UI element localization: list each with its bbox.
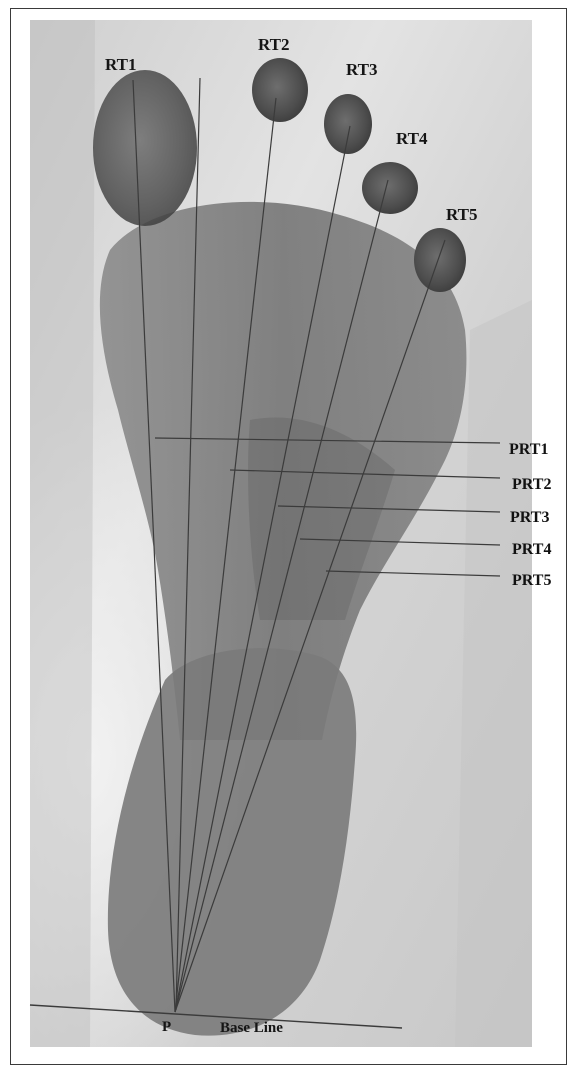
label-prt3: PRT3 bbox=[510, 510, 549, 526]
toe-print-3 bbox=[324, 94, 372, 154]
toe-print-5 bbox=[414, 228, 466, 292]
toe-print-1 bbox=[93, 70, 197, 226]
label-prt5: PRT5 bbox=[512, 573, 551, 589]
label-rt2: RT2 bbox=[258, 36, 290, 53]
label-rt4: RT4 bbox=[396, 130, 428, 147]
label-rt5: RT5 bbox=[446, 206, 478, 223]
label-rt3: RT3 bbox=[346, 61, 378, 78]
label-origin-p: P bbox=[162, 1020, 171, 1035]
label-prt2: PRT2 bbox=[512, 477, 551, 493]
toe-print-4 bbox=[362, 162, 418, 214]
label-rt1: RT1 bbox=[105, 56, 137, 73]
paper-shadow bbox=[30, 20, 95, 1047]
label-base-line: Base Line bbox=[220, 1021, 283, 1036]
label-prt4: PRT4 bbox=[512, 542, 551, 558]
label-prt1: PRT1 bbox=[509, 442, 548, 458]
toe-print-2 bbox=[252, 58, 308, 122]
